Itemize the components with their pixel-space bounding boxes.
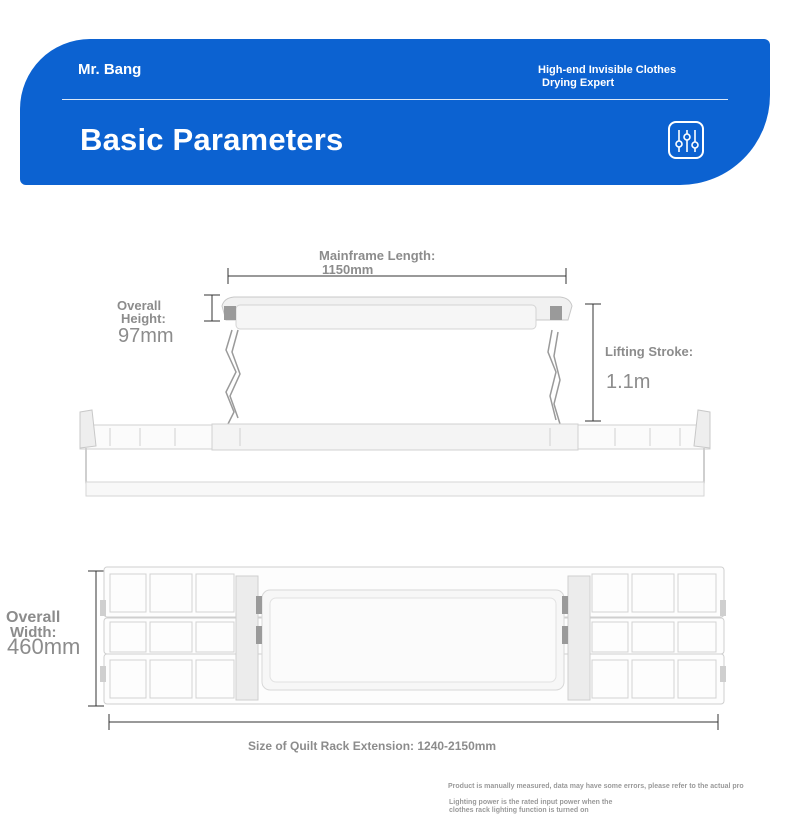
lifting-stroke-value: 1.1m	[606, 371, 651, 393]
tagline: High-end Invisible Clothes Drying Expert	[538, 64, 738, 90]
mainframe-length-label: Mainframe Length:	[319, 248, 436, 263]
overall-width-value: 460mm	[7, 634, 81, 659]
page-title: Basic Parameters	[80, 122, 344, 157]
overall-height-label-line-2: Height:	[121, 311, 166, 326]
overall-width-label-line-2: Width:	[10, 624, 57, 641]
drying-rack-top-view	[100, 566, 726, 705]
measurement-disclaimer: Product is manually measured, data may h…	[448, 783, 744, 790]
quilt-rack-extension-label: Size of Quilt Rack Extension: 1240-2150m…	[248, 739, 497, 753]
overall-width-label-line-1: Overall	[6, 609, 61, 626]
brand-name: Mr. Bang	[78, 61, 142, 78]
tagline-line-2: Drying Expert	[542, 77, 615, 89]
tagline-line-1: High-end Invisible Clothes	[538, 64, 677, 76]
header-divider	[62, 99, 728, 100]
stroke-dimension-line	[585, 303, 601, 422]
lighting-note-line-1: Lighting power is the rated input power …	[449, 799, 613, 806]
mainframe-length-value: 1150mm	[322, 262, 374, 277]
mainframe-unit	[221, 296, 573, 330]
lifting-cables	[225, 329, 561, 425]
header-banner: Mr. Bang High-end Invisible Clothes Dryi…	[20, 39, 770, 185]
drying-rack-side	[79, 409, 711, 497]
width-dimension-line	[88, 570, 104, 707]
overall-height-label-line-1: Overall	[117, 298, 162, 313]
mainframe-dimension-line	[227, 268, 567, 284]
lighting-note-line-2: clothes rack lighting function is turned…	[449, 807, 589, 814]
sliders-icon	[668, 121, 704, 159]
lifting-stroke-label: Lifting Stroke:	[605, 344, 694, 359]
height-dimension-line	[204, 294, 220, 322]
quilt-rack-dimension-line	[108, 714, 719, 730]
lighting-note: Lighting power is the rated input power …	[449, 799, 612, 815]
overall-height-value: 97mm	[118, 325, 174, 347]
